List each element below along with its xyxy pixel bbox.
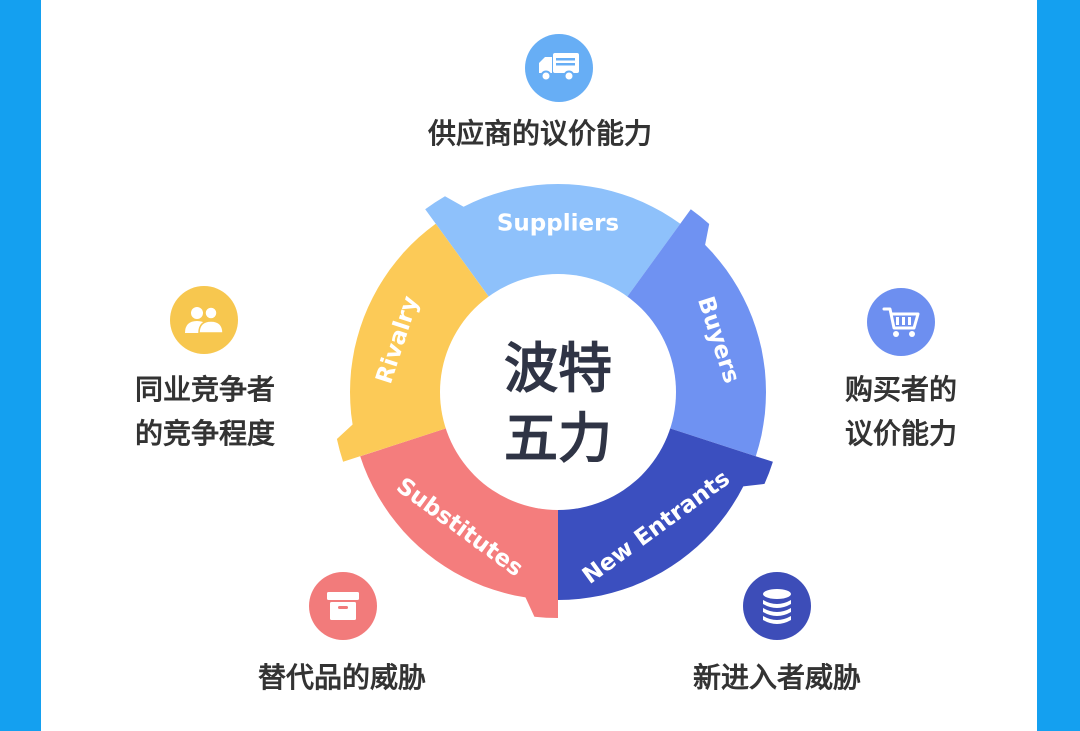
truck-icon: [525, 34, 593, 102]
buyer-power-label: 购买者的 议价能力: [844, 373, 957, 450]
new-entrants-threat-label: 新进入者威胁: [692, 661, 861, 694]
shopping-cart-icon: [867, 288, 935, 356]
center-circle: [440, 274, 676, 510]
center-title-line-1: 波特: [504, 337, 612, 400]
supplier-power-label: 供应商的议价能力: [427, 117, 652, 150]
coin-stack-icon: [743, 572, 811, 640]
center-title-line-2: 五力: [504, 407, 612, 470]
rivalry-label: 同业竞争者 的竞争程度: [134, 373, 275, 450]
users-icon: [170, 286, 238, 354]
box-icon: [309, 572, 377, 640]
substitutes-threat-label: 替代品的威胁: [257, 661, 426, 694]
segment-label-suppliers: Suppliers: [497, 211, 619, 237]
